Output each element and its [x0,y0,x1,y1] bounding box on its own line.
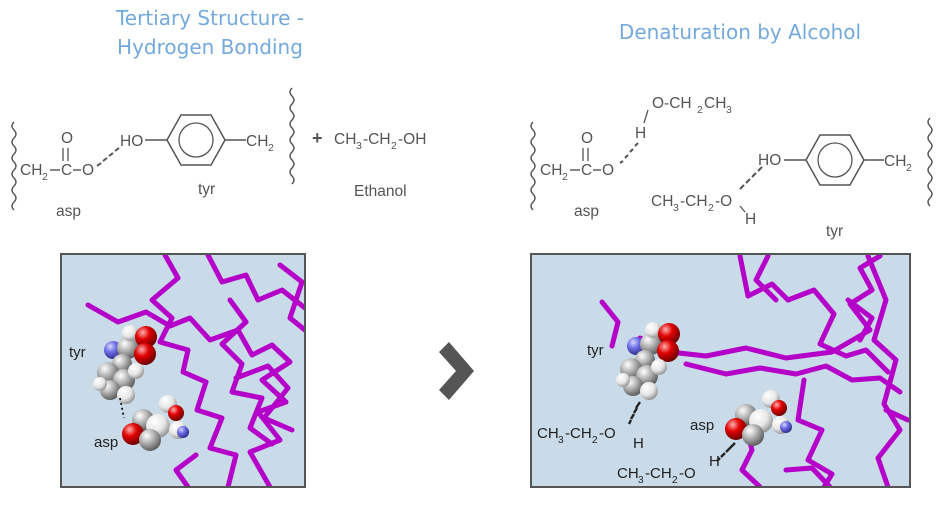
ethanol-oh: -OH [398,131,426,148]
right-chain-8 [845,297,875,343]
right-tyr-atoms [616,322,680,400]
left-tyr-label: tyr [198,181,215,198]
left-model-hbond [119,397,125,419]
left-tyr-ch: CH [246,133,268,150]
top-ethanol-o-ch: O-CH [652,95,692,112]
right-reaction-scheme: O-CH 2 CH 3 H CH 2 C O O asp CH 3 -CH 2 … [530,95,933,240]
right-ethanol-1-h: H [633,435,644,452]
bottom-ethanol-sub-2: 2 [708,202,714,214]
plus-sign: + [312,128,323,148]
ethanol-ch: CH [334,131,356,148]
right-chain-5 [683,361,903,395]
right-ethanol-1-sub3: 3 [558,435,564,446]
right-ethanol-2-sub2: 2 [672,475,678,486]
left-title-line-1: Tertiary Structure - [115,6,305,30]
right-title: Denaturation by Alcohol [618,20,862,44]
right-tyr-label: tyr [826,223,843,240]
right-model-tyr-label: tyr [587,342,604,359]
right-carboxyl-carbon: C [581,162,592,179]
right-model-asp-label: asp [690,417,714,434]
carboxyl-carbon: C [61,162,72,179]
right-model-hbond-1 [627,401,641,425]
right-ethanol-2-ch2: -CH [645,465,672,482]
left-hydroxyl: HO [120,133,143,150]
right-model-labels: tyr asp CH 3 -CH 2 -O H CH 3 -CH 2 -O H [537,342,720,486]
left-protein-model [60,253,306,488]
top-ethanol-ch: CH [704,95,726,112]
right-tyr-ch-sub: 2 [906,162,912,174]
left-model-asp-label: asp [94,434,118,451]
ethanol-sub-3: 3 [356,140,362,152]
right-tyr-ch: CH [884,153,906,170]
left-model-tyr-label: tyr [69,344,86,361]
right-hbond-bottom [739,166,763,190]
ethanol-sub-2: 2 [391,140,397,152]
asp-ch: CH [20,162,42,179]
right-ethanol-1-o: -O [599,425,616,442]
right-chain-10 [783,465,833,486]
left-wavy-bond-1 [11,121,17,211]
right-model-hbond-2 [716,442,736,462]
left-tyr-ch-sub: 2 [268,142,274,154]
bottom-ethanol-o: -O [715,193,732,210]
left-chain-1 [149,255,239,486]
right-chain-7 [865,255,903,486]
right-asp-ch-sub: 2 [562,171,568,183]
right-hydroxyl: HO [758,152,781,169]
top-ethanol-sub-3: 3 [726,104,732,116]
left-asp-label: asp [56,203,81,220]
bottom-ethanol-ch2: -CH [680,193,708,210]
left-chain-6 [173,452,199,486]
ethanol-ch2: -CH [363,131,391,148]
ester-oxygen: O [82,162,94,179]
chevron-right-icon [439,342,474,400]
right-chain-11 [883,407,909,423]
right-ethanol-2-h: H [709,453,720,470]
right-ester-oxygen: O [602,162,614,179]
right-wavy-bond-1 [530,121,536,211]
right-asp-atoms [725,390,792,446]
right-ethanol-2-sub3: 3 [638,475,644,486]
left-chain-7 [233,363,295,433]
right-carboxyl-oxygen: O [581,130,593,147]
left-tyr-atoms [93,325,157,404]
right-asp-ch: CH [540,162,562,179]
right-chain-6 [795,377,835,486]
left-chain-2 [85,302,293,486]
left-asp-atoms [122,395,189,451]
left-wavy-bond-2 [289,87,295,185]
right-ethanol-2-ch: CH [617,465,639,482]
right-protein-model [530,253,911,488]
right-ethanol-2-o: -O [679,465,696,482]
asp-ch-sub: 2 [42,171,48,183]
right-asp-label: asp [574,203,599,220]
carboxyl-oxygen: O [61,130,73,147]
left-reaction-scheme: CH 2 C O O HO CH 2 asp tyr + CH 3 -CH 2 … [11,87,426,220]
bottom-ethanol-ch: CH [651,193,673,210]
right-hbond-top [619,142,639,164]
ethanol-label: Ethanol [354,183,407,200]
right-chain-1 [599,299,621,349]
right-wavy-bond-2 [927,117,933,207]
left-chain-5 [277,262,304,333]
left-model-labels: tyr asp [69,344,118,451]
right-ethanol-1-sub2: 2 [592,435,598,446]
bottom-ethanol-h: H [745,211,756,228]
right-chain-4 [753,255,779,303]
left-title: Tertiary Structure - Hydrogen Bonding [60,4,360,62]
left-hbond-dashes [96,147,120,167]
left-title-line-2: Hydrogen Bonding [117,35,303,59]
top-ethanol-h: H [635,125,646,142]
left-chain-3 [205,255,304,311]
right-chain-3 [737,255,891,375]
top-ethanol-sub-2: 2 [697,104,703,116]
right-ethanol-1-ch: CH [537,425,559,442]
right-ethanol-1-ch2: -CH [565,425,592,442]
bottom-ethanol-sub-3: 3 [673,202,679,214]
